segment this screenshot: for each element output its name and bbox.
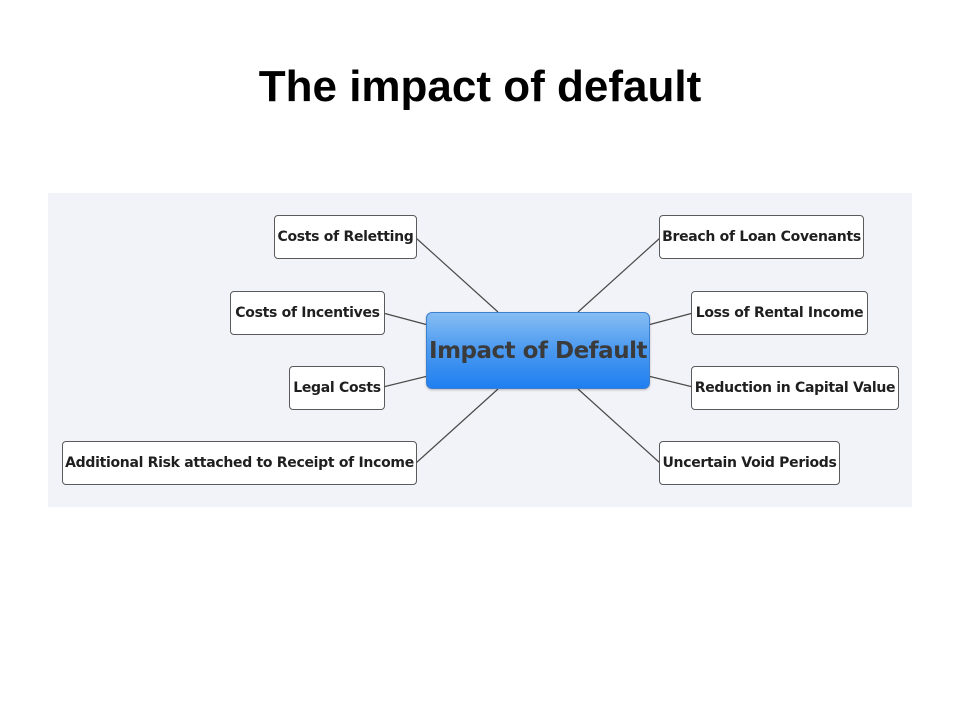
node-loss-of-rental-income: Loss of Rental Income — [691, 291, 868, 335]
connector-breach-of-loan-covenants — [577, 237, 661, 313]
mind-map-panel: Costs of Reletting Costs of Incentives L… — [48, 193, 912, 507]
connector-costs-of-incentives — [382, 312, 429, 326]
node-uncertain-void-periods: Uncertain Void Periods — [659, 441, 840, 485]
connector-legal-costs — [382, 375, 429, 388]
connector-uncertain-void-periods — [577, 388, 661, 464]
node-legal-costs: Legal Costs — [289, 366, 385, 410]
mind-map-connectors — [382, 237, 694, 464]
connector-reduction-in-capital-value — [647, 375, 694, 388]
node-reduction-in-capital-value: Reduction in Capital Value — [691, 366, 899, 410]
node-breach-of-loan-covenants: Breach of Loan Covenants — [659, 215, 864, 259]
connector-additional-risk — [415, 388, 499, 464]
slide-title: The impact of default — [258, 62, 702, 111]
central-node-impact-of-default: Impact of Default — [426, 312, 650, 389]
node-costs-of-reletting: Costs of Reletting — [274, 215, 417, 259]
node-costs-of-incentives: Costs of Incentives — [230, 291, 385, 335]
node-additional-risk: Additional Risk attached to Receipt of I… — [62, 441, 417, 485]
connector-costs-of-reletting — [415, 237, 499, 313]
connector-loss-of-rental-income — [647, 312, 694, 326]
